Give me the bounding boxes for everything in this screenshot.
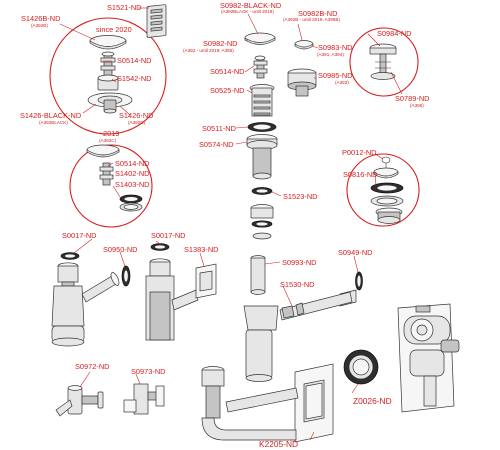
part-s1426-black-cap [87, 92, 133, 114]
callout-circle-2019-set [69, 144, 153, 228]
part-s1542-nut [97, 74, 119, 91]
label-s1530: S1530-ND [280, 280, 315, 289]
part-s0514-plunger-low [99, 162, 114, 186]
part-bath-drain-pipe [201, 366, 299, 441]
label-s0789-sub: (A396) [410, 103, 424, 108]
part-z0026-seal [343, 349, 379, 385]
callout-circle-click-clack [49, 17, 167, 135]
label-s0950: S0950-ND [103, 245, 138, 254]
label-s0949: S0949-ND [338, 248, 373, 257]
label-s1523: S1523-ND [283, 192, 318, 201]
part-s0514-plunger-top [100, 51, 116, 77]
label-s0017-right: S0017-ND [151, 231, 186, 240]
label-s0511: S0511-ND [202, 124, 236, 133]
label-s1383: S1383-ND [184, 245, 219, 254]
part-k2205-cover-plate [294, 363, 334, 443]
label-k2205: K2205-ND [259, 439, 298, 449]
label-s0982b-sub: (A392B - until 2019, A395B) [283, 17, 340, 22]
part-s0985-overflow-cap [287, 68, 317, 97]
label-2019: 2019 [103, 129, 119, 138]
part-s0525-drain-body [249, 84, 275, 117]
part-s0514-plunger-mid [253, 55, 268, 79]
label-s0982-black: S0982-BLACK-ND [220, 1, 281, 10]
label-s0514-low: S0514-ND [115, 159, 150, 168]
label-s0993: S0993-ND [282, 258, 317, 267]
part-center-coupling [250, 204, 274, 240]
part-2019-cap [86, 144, 120, 158]
label-s0983: S0983-ND [318, 43, 353, 52]
label-s1426: S1426-ND [119, 111, 154, 120]
label-since-2020: since 2020 [96, 25, 132, 34]
callout-circle-p0012 [346, 153, 420, 227]
label-s0973: S0973-ND [131, 367, 166, 376]
part-s0511-washer [247, 122, 277, 132]
part-s1530-angled-pipe [279, 291, 353, 321]
label-s0972: S0972-ND [75, 362, 110, 371]
part-square-siphon [145, 258, 199, 341]
label-s1403: S1403-ND [115, 180, 150, 189]
label-z0026: Z0026-ND [353, 396, 392, 406]
label-s0982-black-sub: (A392BLACK - until 2019) [221, 9, 274, 14]
part-bottle-body-center [243, 305, 279, 382]
label-2019-sub: (A392C) [99, 138, 117, 143]
label-s0982b: S0982B-ND [298, 9, 337, 18]
part-s0993-tube [250, 255, 266, 295]
part-s0983-plug [294, 40, 314, 50]
label-s0983-sub: (A391, A394) [317, 52, 344, 57]
label-s0816: S0816-ND [343, 170, 378, 179]
part-s0972-angle-valve [55, 385, 104, 417]
label-s0789: S0789-ND [395, 94, 430, 103]
part-bottle-siphon-left [51, 262, 120, 347]
part-s0574-nut [246, 134, 278, 180]
callout-circle-s0984 [349, 27, 419, 97]
part-s0816-washers [370, 182, 404, 224]
label-s0982-sub: (A392 - until 2019, A395) [183, 48, 234, 53]
label-s0985: S0985-ND [318, 71, 353, 80]
part-wall-siphon-unit [397, 303, 460, 413]
part-s1521-spring-plate [146, 4, 167, 38]
part-s0984-overflow-cover [369, 43, 397, 80]
label-s1426-black-sub: (A392BLACK) [39, 120, 68, 125]
part-labels: S1521-ND S1426B-ND (A392B) since 2020 S0… [20, 1, 430, 449]
part-s0973-square-valve [123, 383, 165, 415]
label-s1521: S1521-ND [107, 3, 142, 12]
label-s1402: S1402-ND [115, 169, 150, 178]
part-s0017-right-washer [150, 243, 170, 251]
label-s1542: S1542-ND [117, 74, 152, 83]
label-s1426b: S1426B-ND [21, 14, 60, 23]
part-s1383-square-flange [195, 263, 217, 299]
label-s0574: S0574-ND [199, 140, 234, 149]
label-s1426b-sub: (A392B) [31, 23, 48, 28]
label-s1426-black: S1426-BLACK-ND [20, 111, 81, 120]
part-s1426b-cap [89, 35, 127, 50]
part-p0012-chain-stopper [373, 156, 399, 179]
label-s0017-left: S0017-ND [62, 231, 97, 240]
part-s1403-rings [119, 194, 143, 212]
leader-lines [59, 7, 403, 441]
label-s0525: S0525-ND [210, 86, 245, 95]
part-s0017-left-washer [60, 252, 80, 260]
label-s0514-top: S0514-ND [117, 56, 152, 65]
label-s1426-sub: (A392C) [128, 120, 146, 125]
label-s0982: S0982-ND [203, 39, 238, 48]
label-s0514-mid: S0514-ND [210, 67, 245, 76]
part-s1523-seal [251, 187, 273, 195]
label-p0012: P0012-ND [342, 148, 377, 157]
label-s0984: S0984-ND [377, 29, 412, 38]
label-s0985-sub: (A393) [335, 80, 349, 85]
part-s0982-cap [244, 32, 276, 45]
part-s0950-washer [121, 265, 131, 287]
